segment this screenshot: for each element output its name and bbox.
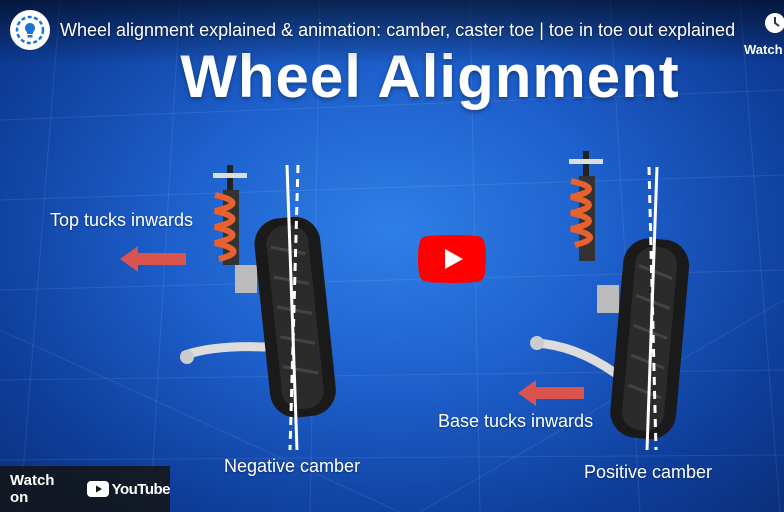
play-button[interactable] <box>418 235 486 283</box>
arrow-left-icon <box>120 246 186 272</box>
positive-camber-label: Positive camber <box>584 462 713 482</box>
negative-camber-illustration <box>180 164 336 451</box>
control-arm <box>180 342 270 364</box>
positive-camber-illustration <box>530 151 690 451</box>
negative-camber-label: Negative camber <box>224 456 361 476</box>
tyre <box>254 216 336 418</box>
top-tucks-caption: Top tucks inwards <box>50 210 194 230</box>
youtube-play-icon <box>86 481 109 497</box>
youtube-wordmark: YouTube <box>111 480 171 498</box>
title-bar: Wheel alignment explained & animation: c… <box>0 0 784 64</box>
wheel-tilt-line <box>647 166 658 451</box>
control-arm <box>530 336 620 378</box>
strut <box>213 165 257 293</box>
base-tucks-caption: Base tucks inwards <box>438 411 594 431</box>
strut <box>569 151 619 313</box>
play-icon <box>445 249 463 269</box>
watch-on-youtube-button[interactable]: Watch on YouTube <box>0 466 171 512</box>
vertical-reference-line <box>285 164 299 451</box>
watch-later-label: Watch <box>744 42 783 57</box>
youtube-logo: YouTube <box>86 480 171 498</box>
lightbulb-gear-icon <box>15 15 45 45</box>
arrow-left-icon <box>518 380 584 406</box>
video-title[interactable]: Wheel alignment explained & animation: c… <box>60 20 736 40</box>
channel-avatar[interactable] <box>10 10 50 50</box>
clock-icon <box>765 13 784 33</box>
wheel-tilt-line <box>288 164 300 451</box>
watch-later-button[interactable]: Watch <box>744 10 784 60</box>
watch-on-label: Watch on <box>10 472 55 506</box>
